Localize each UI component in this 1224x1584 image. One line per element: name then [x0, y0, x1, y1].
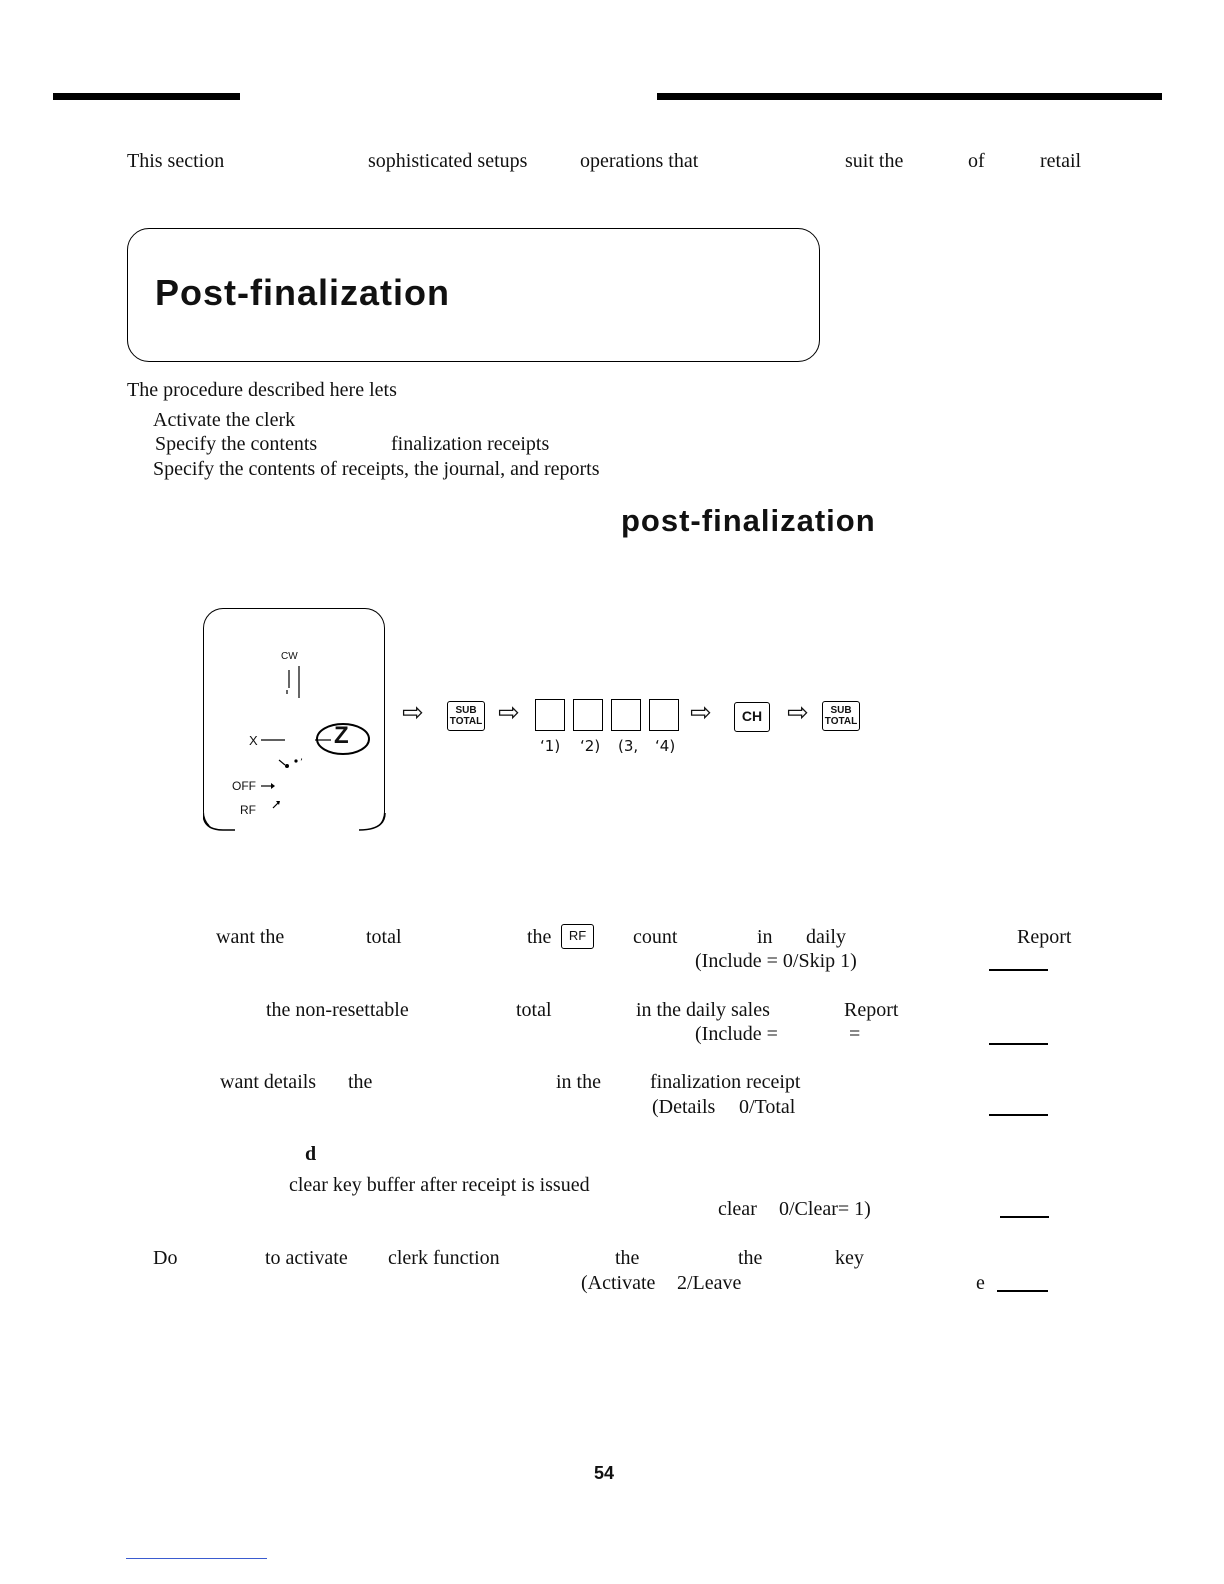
q5-options: (Activate	[581, 1272, 656, 1294]
q1-text: Report	[1017, 926, 1072, 948]
digit-label-4: ‘4)	[655, 737, 676, 755]
digit-box-1[interactable]	[535, 699, 565, 731]
mode-pos-off: OFF	[232, 779, 256, 793]
intro-text-1: This section	[127, 150, 225, 172]
q2-options: =	[849, 1023, 861, 1045]
q1-options: (Include = 0/Skip 1)	[695, 950, 857, 972]
q5-options: e	[976, 1272, 985, 1294]
svg-text:’: ’	[300, 758, 303, 768]
procedure-item-2b: finalization receipts	[391, 433, 550, 455]
digit-label-1: ‘1)	[540, 737, 561, 755]
q3-text: want details	[220, 1071, 317, 1093]
q3-options: (Details	[652, 1096, 716, 1118]
procedure-item-2: Specify the contents	[155, 433, 318, 455]
mode-pos-z[interactable]: Z	[334, 722, 349, 749]
q5-options: 2/Leave	[677, 1272, 742, 1294]
subtotal-key-2-line1: SUB	[830, 705, 852, 716]
ch-key[interactable]: CH	[734, 702, 770, 732]
mode-pos-rf: RF	[240, 803, 256, 817]
digit-box-2[interactable]	[573, 699, 603, 731]
q1-text: want the	[216, 926, 285, 948]
mode-pos-cw: CW	[281, 651, 298, 662]
rf-key[interactable]: RF	[561, 924, 594, 949]
q1-answer-blank[interactable]	[989, 969, 1048, 971]
page-number: 54	[594, 1463, 615, 1483]
q5-text: the	[738, 1247, 763, 1269]
q2-answer-blank[interactable]	[989, 1043, 1048, 1045]
q2-text: in the daily sales	[636, 999, 770, 1021]
arrow-icon: ⇨	[402, 698, 424, 728]
mode-pos-x: X	[249, 733, 258, 748]
subtotal-key-line2: TOTAL	[449, 716, 483, 727]
q1-text: the	[527, 926, 552, 948]
subtotal-key-line1: SUB	[455, 705, 477, 716]
intro-text-5: of	[968, 150, 985, 172]
q5-text: the	[615, 1247, 640, 1269]
q3-text: finalization receipt	[650, 1071, 801, 1093]
q3-text: the	[348, 1071, 373, 1093]
top-rule-right	[657, 93, 1162, 100]
q5-text: Do	[153, 1247, 178, 1269]
q5-text: clerk function	[388, 1247, 500, 1269]
intro-text-2: sophisticated setups	[368, 150, 528, 172]
q1-text: count	[633, 926, 678, 948]
q3-answer-blank[interactable]	[989, 1114, 1048, 1116]
q3-options: 0/Total	[739, 1096, 796, 1118]
arrow-icon: ⇨	[498, 698, 520, 728]
digit-label-3: (3,	[618, 737, 639, 755]
arrow-icon: ⇨	[690, 698, 712, 728]
q4-options: clear	[718, 1198, 757, 1220]
bottom-link-rule	[126, 1558, 267, 1559]
digit-box-3[interactable]	[611, 699, 641, 731]
digit-box-4[interactable]	[649, 699, 679, 731]
digit-label-2: ‘2)	[580, 737, 601, 755]
intro-text-3: operations that	[580, 150, 699, 172]
section-title: Post-finalization	[155, 272, 450, 313]
q2-text: total	[516, 999, 552, 1021]
q3-text: in the	[556, 1071, 601, 1093]
q5-text: key	[835, 1247, 864, 1269]
procedure-item-3: Specify the contents of receipts, the jo…	[153, 458, 600, 480]
intro-text-6: retail	[1040, 150, 1082, 172]
q5-text: to activate	[265, 1247, 348, 1269]
mode-switch-panel	[203, 608, 385, 832]
q2-text: Report	[844, 999, 899, 1021]
q5-answer-blank[interactable]	[997, 1290, 1048, 1292]
arrow-icon: ⇨	[787, 698, 809, 728]
subheading: post-finalization	[621, 503, 876, 538]
q2-options: (Include =	[695, 1023, 778, 1045]
q4-answer-blank[interactable]	[1000, 1216, 1049, 1218]
subtotal-key[interactable]: SUB TOTAL	[447, 701, 485, 731]
mode-switch-diagram: ’	[203, 666, 386, 831]
subtotal-key-2-line2: TOTAL	[824, 716, 858, 727]
q1-text: daily	[806, 926, 846, 948]
q4-fragment: d	[305, 1143, 317, 1165]
q4-options: 0/Clear= 1)	[779, 1198, 871, 1220]
q4-text: clear key buffer after receipt is issued	[289, 1174, 590, 1196]
subtotal-key-2[interactable]: SUB TOTAL	[822, 701, 860, 731]
section-title-box	[127, 228, 820, 362]
top-rule-left	[53, 93, 240, 100]
intro-text-4: suit the	[845, 150, 904, 172]
q1-text: in	[757, 926, 773, 948]
procedure-lead: The procedure described here lets	[127, 379, 397, 401]
q1-text: total	[366, 926, 402, 948]
procedure-item-1: Activate the clerk	[153, 409, 296, 431]
q2-text: the non-resettable	[266, 999, 409, 1021]
